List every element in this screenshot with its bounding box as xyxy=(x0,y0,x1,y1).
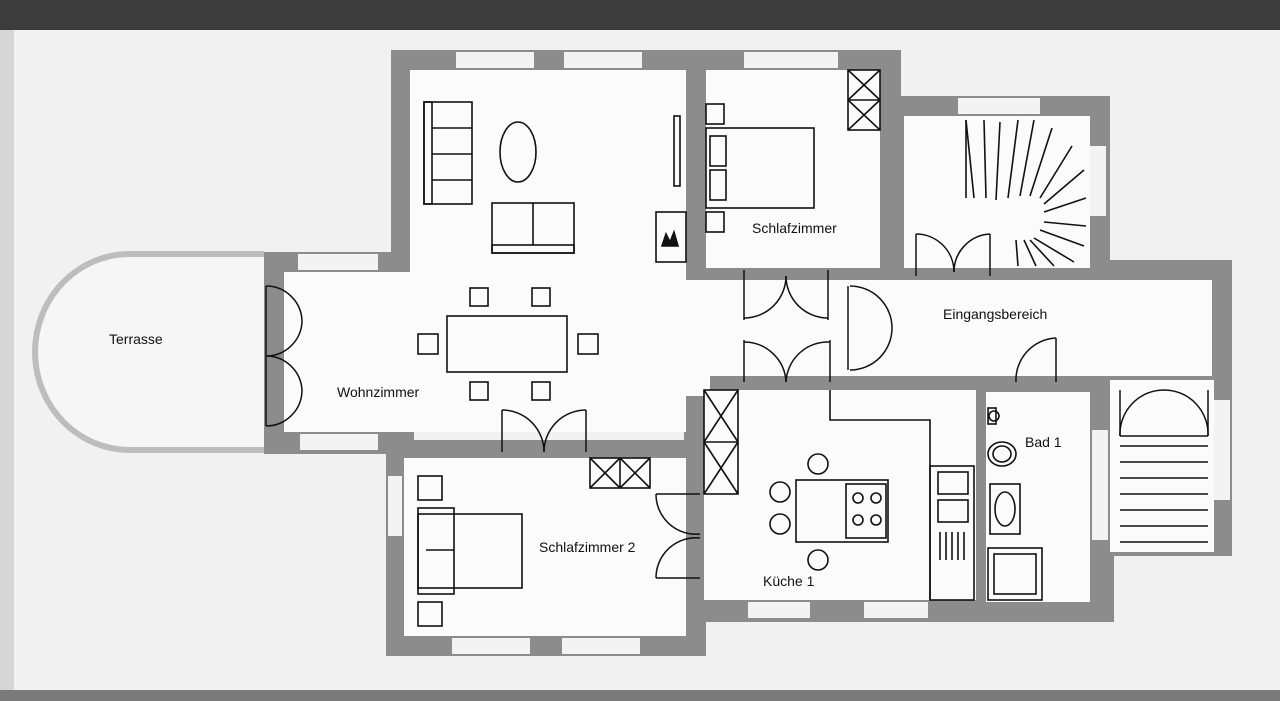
label-eingangsbereich: Eingangsbereich xyxy=(943,306,1047,322)
label-schlafzimmer-2: Schlafzimmer 2 xyxy=(539,539,636,555)
furniture xyxy=(417,69,1208,627)
label-wohnzimmer: Wohnzimmer xyxy=(337,384,420,400)
terrace xyxy=(32,251,264,453)
screen-left-frame xyxy=(0,30,14,690)
label-kueche-1: Küche 1 xyxy=(763,573,815,589)
screen-bottom-frame xyxy=(0,690,1280,701)
doors xyxy=(265,233,1209,579)
screen-top-frame xyxy=(0,0,1280,30)
label-schlafzimmer: Schlafzimmer xyxy=(752,220,837,236)
floors xyxy=(284,70,1214,636)
room-labels: Terrasse Wohnzimmer Schlafzimmer Eingang… xyxy=(109,220,1062,589)
label-bad-1: Bad 1 xyxy=(1025,434,1062,450)
label-terrasse: Terrasse xyxy=(109,331,163,347)
windows xyxy=(298,52,1230,654)
